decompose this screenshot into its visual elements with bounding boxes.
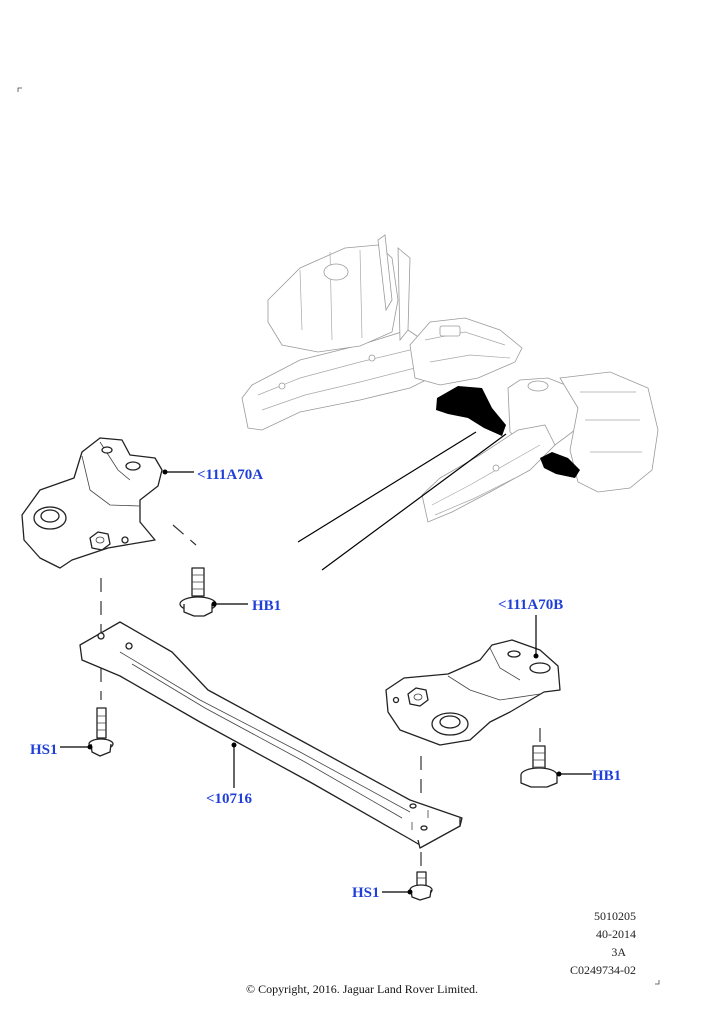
reference-line-2: 40-2014 — [596, 927, 636, 941]
callout-hs1-left[interactable]: HS1 — [30, 742, 58, 758]
bolt-hs1-left — [88, 707, 114, 757]
crop-mark-top-left — [17, 87, 22, 92]
reference-block: 5010205 40-2014 3A C0249734-02 — [570, 907, 636, 979]
assembly-line-left-1 — [172, 524, 197, 546]
crossmember-10716 — [79, 621, 463, 849]
callout-hb1-right[interactable]: HB1 — [592, 768, 622, 784]
location-leader-line-1 — [297, 431, 477, 543]
reference-line-4: C0249734-02 — [570, 963, 636, 977]
copyright-notice: © Copyright, 2016. Jaguar Land Rover Lim… — [245, 982, 479, 996]
bolt-hb1-left — [179, 567, 217, 617]
callout-hs1-bottom[interactable]: HS1 — [352, 885, 380, 901]
callout-111a70b[interactable]: <111A70B — [498, 597, 564, 613]
reference-line-1: 5010205 — [594, 909, 636, 923]
crop-mark-bottom-right — [655, 980, 660, 985]
bolt-hs1-bottom — [409, 871, 433, 901]
bracket-111a70b — [385, 639, 561, 746]
callout-111a70a[interactable]: <111A70A — [197, 467, 264, 483]
bolt-hb1-right — [520, 745, 558, 788]
location-leader-line-2 — [321, 433, 507, 571]
mounting-location-highlight — [436, 386, 580, 478]
bracket-111a70a — [21, 437, 163, 569]
vehicle-front-structure — [241, 234, 659, 523]
reference-line-3: 3A — [611, 945, 626, 959]
callout-hb1-left[interactable]: HB1 — [252, 598, 282, 614]
callout-10716[interactable]: <10716 — [206, 791, 253, 807]
